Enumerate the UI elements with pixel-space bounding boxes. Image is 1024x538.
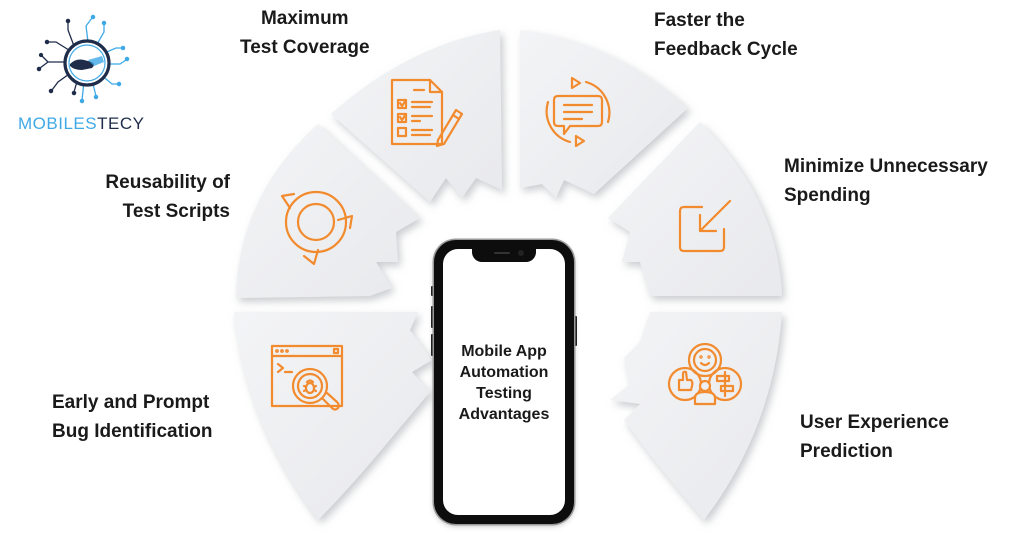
label-reusability: Reusability of Test Scripts <box>80 168 230 226</box>
phone-side-button <box>431 286 433 296</box>
title-line: Automation <box>459 364 549 381</box>
label-ux: User Experience Prediction <box>800 408 949 466</box>
segment-spending <box>608 122 782 296</box>
label-line: User Experience <box>800 412 949 433</box>
phone-notch <box>472 246 536 262</box>
label-line: Feedback Cycle <box>654 39 798 60</box>
label-line: Test Scripts <box>122 201 230 222</box>
title-line: Mobile App <box>461 343 547 360</box>
handshake-circuit-icon <box>36 14 130 104</box>
brand-wordmark: MOBILESTECY <box>18 114 144 134</box>
segment-feedback <box>520 30 688 198</box>
mobilestecy-logo: MOBILESTECY <box>8 8 158 133</box>
arrow-into-box-icon <box>678 199 732 253</box>
speaker-grille <box>494 252 510 254</box>
checklist-pencil-icon <box>390 78 464 148</box>
label-early-bug: Early and Prompt Bug Identification <box>52 388 212 446</box>
label-spending: Minimize Unnecessary Spending <box>784 152 988 210</box>
recycle-arrows-icon <box>280 190 354 266</box>
smartphone: Mobile App Automation Testing Advantages <box>431 240 577 524</box>
segment-early-bug <box>234 312 432 520</box>
label-line: Minimize Unnecessary <box>784 156 988 177</box>
label-feedback: Faster the Feedback Cycle <box>654 6 798 64</box>
segment-ux <box>610 312 782 520</box>
brand-part2: TECY <box>97 114 145 133</box>
center-title: Mobile App Automation Testing Advantages <box>443 341 565 425</box>
chat-cycle-icon <box>545 76 611 148</box>
phone-volume-up <box>431 306 433 328</box>
label-line: Bug Identification <box>52 421 213 442</box>
phone-volume-down <box>431 334 433 356</box>
label-line: Maximum <box>260 8 349 29</box>
user-feedback-icon <box>667 342 743 406</box>
label-line: Early and Prompt <box>52 392 210 413</box>
label-line: Test Coverage <box>240 37 370 58</box>
label-line: Reusability of <box>105 172 230 193</box>
phone-screen: Mobile App Automation Testing Advantages <box>443 249 565 515</box>
title-line: Testing <box>476 385 532 402</box>
front-camera <box>518 250 524 256</box>
label-line: Faster the <box>654 10 745 31</box>
segment-reusability <box>236 124 420 298</box>
bug-search-window-icon <box>270 344 344 411</box>
phone-power-button <box>575 316 577 346</box>
title-line: Advantages <box>458 406 550 423</box>
label-line: Prediction <box>800 441 893 462</box>
label-coverage: Maximum Test Coverage <box>240 4 370 62</box>
brand-part1: MOBILES <box>18 114 98 133</box>
label-line: Spending <box>784 185 871 206</box>
